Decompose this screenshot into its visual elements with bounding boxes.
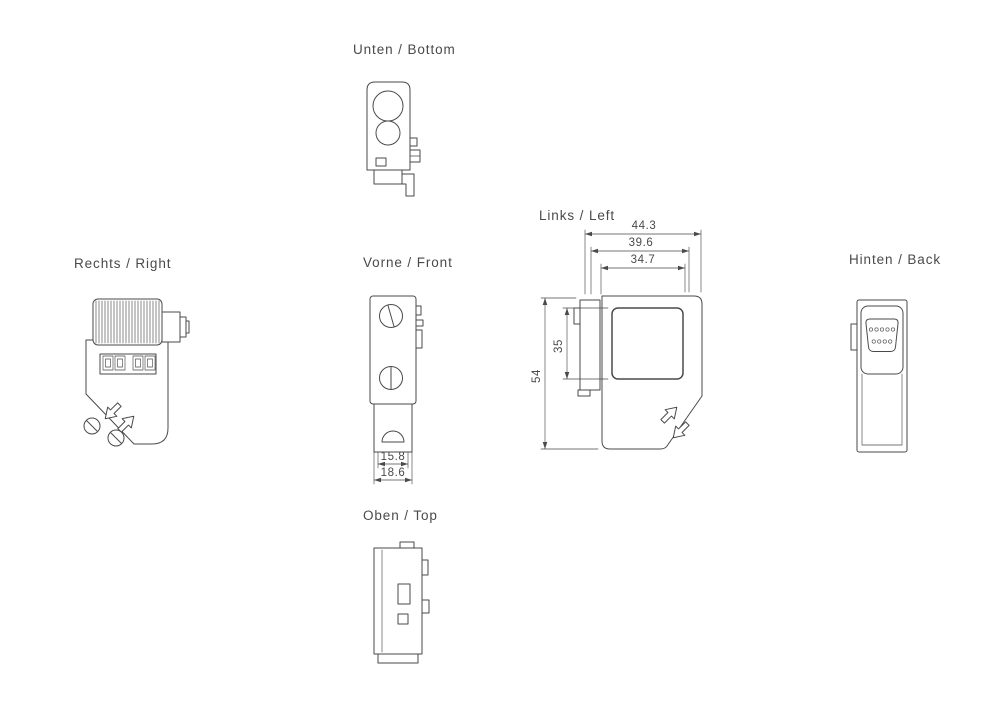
detail-slot xyxy=(375,157,387,167)
bottom-view-body xyxy=(366,81,411,171)
dimension-window-height: 35 xyxy=(553,307,609,380)
dimension-outer-width: 18.6 xyxy=(373,451,413,485)
top-tab xyxy=(399,541,415,549)
left-view-drawing: 44.3 39.6 34.7 54 35 xyxy=(531,220,703,450)
view-label-top: Oben / Top xyxy=(363,508,438,523)
dim-value-54: 54 xyxy=(531,369,543,383)
view-label-back: Hinten / Back xyxy=(849,252,941,267)
left-view-body xyxy=(601,295,703,450)
bottom-view-foot xyxy=(373,169,415,197)
dimension-total-height: 54 xyxy=(531,297,599,450)
dome-detail xyxy=(381,430,405,443)
terminal-screw-icon xyxy=(83,417,125,447)
dim-value-34-7: 34.7 xyxy=(631,254,656,266)
bottom-view-side-clip xyxy=(409,137,421,163)
back-view-body xyxy=(850,299,908,453)
dimension-body-width: 39.6 xyxy=(590,237,690,295)
screw-hole-icon xyxy=(375,120,401,146)
right-view-ribbed-housing xyxy=(92,298,163,346)
front-view-body xyxy=(369,295,424,405)
right-view-body xyxy=(85,339,169,445)
top-view-drawing xyxy=(373,541,430,664)
side-clip-detail xyxy=(421,559,430,614)
cable-direction-arrow-icon xyxy=(660,406,690,439)
top-view-body xyxy=(373,541,423,655)
top-view-foot xyxy=(377,653,419,664)
dim-value-39-6: 39.6 xyxy=(629,237,654,249)
front-view-drawing: 15.8 18.6 xyxy=(369,295,424,485)
screw-icon xyxy=(379,366,403,390)
detail-slot xyxy=(397,583,411,605)
view-label-left: Links / Left xyxy=(539,208,616,223)
dsub-shell-side xyxy=(161,311,190,343)
front-view-lower-body xyxy=(373,403,413,453)
bottom-view-drawing xyxy=(366,81,421,197)
dsub-connector xyxy=(860,305,904,375)
view-label-front: Vorne / Front xyxy=(363,255,453,270)
dim-value-18-6: 18.6 xyxy=(381,467,406,479)
dimension-total-width: 44.3 xyxy=(584,220,702,295)
back-view-drawing xyxy=(850,299,908,453)
dsub-pins xyxy=(868,327,896,344)
window-opening xyxy=(611,307,684,380)
screw-hole-icon xyxy=(372,90,404,122)
dim-value-44-3: 44.3 xyxy=(632,220,657,232)
right-view-drawing xyxy=(83,298,190,447)
cable-direction-arrow-icon xyxy=(104,402,135,433)
side-clip-detail xyxy=(415,305,424,349)
dimension-window-width: 34.7 xyxy=(600,254,686,295)
dsub-shell-side xyxy=(573,299,601,397)
dimension-inner-width: 15.8 xyxy=(377,451,409,469)
detail-slot xyxy=(397,613,409,625)
side-tab xyxy=(850,323,858,351)
view-label-bottom: Unten / Bottom xyxy=(353,42,456,57)
screw-icon xyxy=(379,304,403,328)
dim-value-35: 35 xyxy=(553,339,565,353)
terminal-block xyxy=(99,353,157,375)
view-label-right: Rechts / Right xyxy=(74,256,172,271)
dim-value-15-8: 15.8 xyxy=(381,451,406,463)
